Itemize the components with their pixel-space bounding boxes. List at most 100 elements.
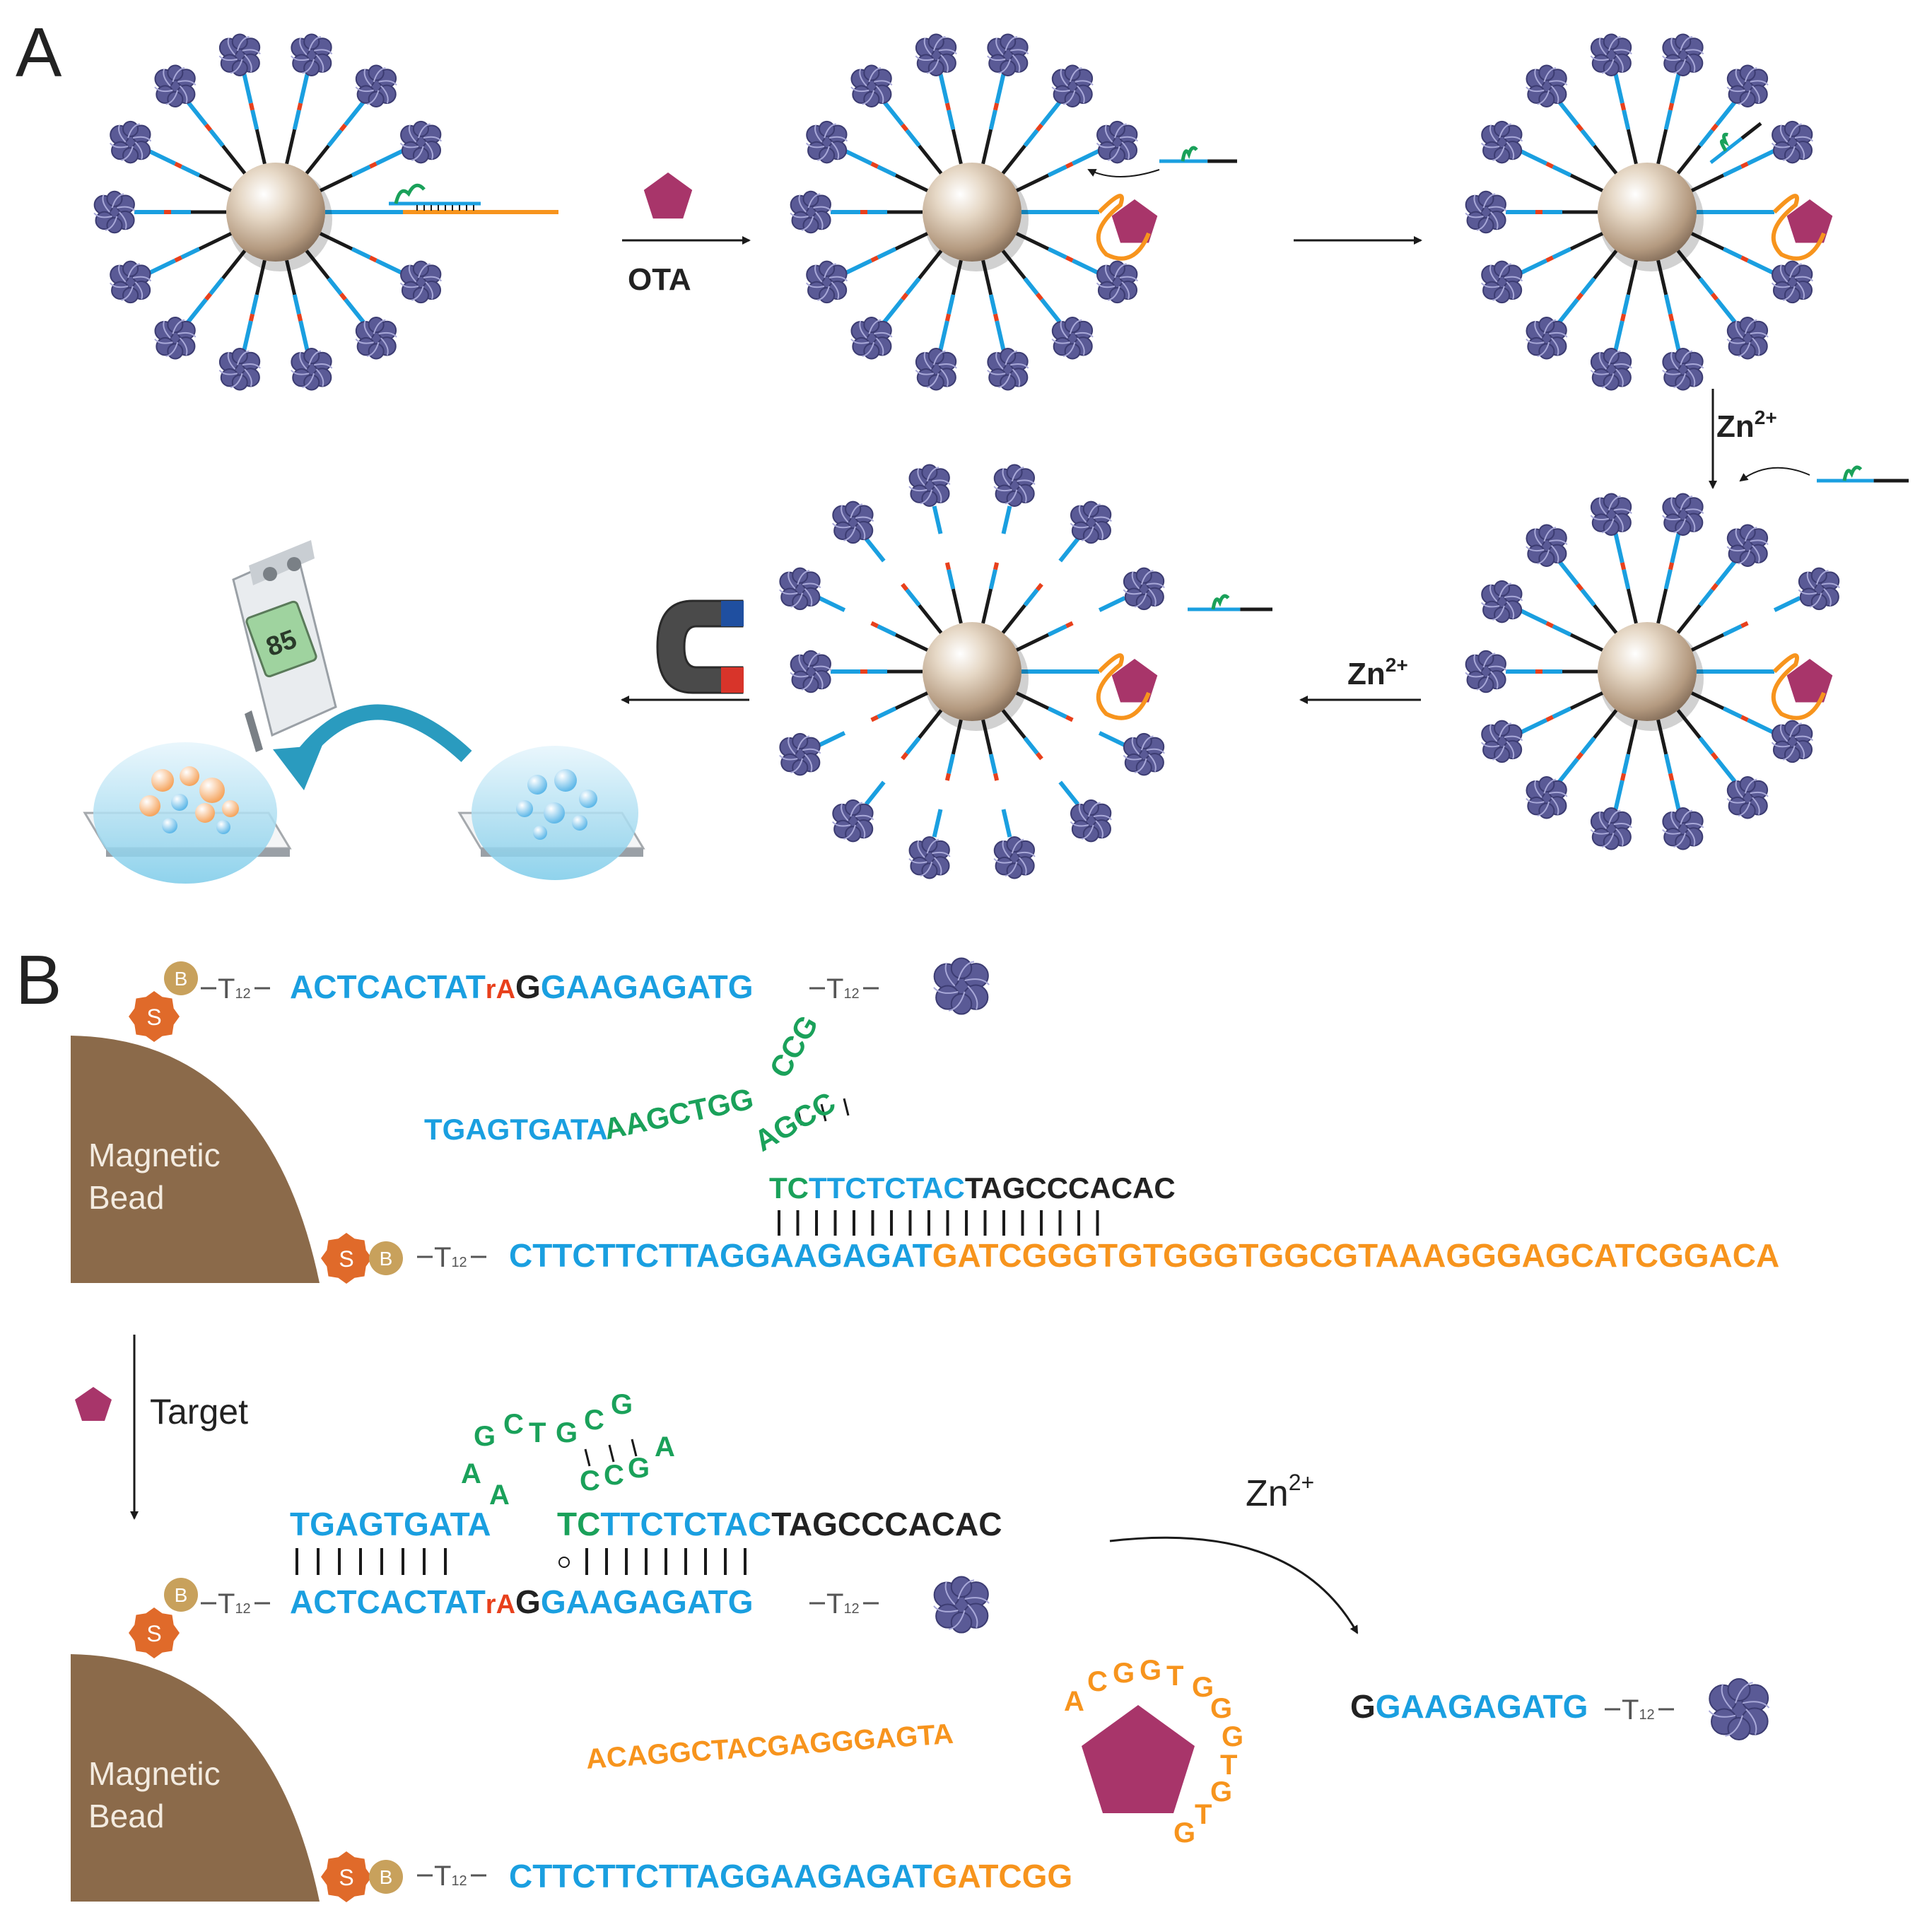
linker bbox=[1593, 250, 1618, 280]
substrate-strand bbox=[147, 258, 176, 276]
substrate-strand bbox=[1613, 74, 1624, 104]
bead-label-lower-2: Bead bbox=[88, 1798, 164, 1834]
ota-captured-icon bbox=[1786, 659, 1833, 703]
cleavage-site bbox=[1545, 621, 1554, 628]
substrate-strand bbox=[1670, 320, 1681, 351]
substrate-strand bbox=[905, 736, 921, 755]
substrate-strand bbox=[250, 110, 259, 130]
ribo-adenine: rA bbox=[486, 975, 515, 1004]
enzyme-arm: TGAGTGATA bbox=[424, 1113, 608, 1146]
streptavidin-label: S bbox=[146, 1004, 161, 1030]
linker bbox=[1656, 259, 1668, 295]
linker bbox=[254, 259, 267, 295]
substrate-strand bbox=[180, 165, 201, 177]
linker bbox=[918, 604, 943, 634]
svg-text:GGAAGAGATG: GGAAGAGATG bbox=[1350, 1688, 1588, 1725]
linker bbox=[319, 173, 353, 192]
linker bbox=[1569, 232, 1604, 251]
cleavage-site bbox=[993, 562, 1000, 570]
enzyme-protein-icon bbox=[915, 33, 957, 76]
linker bbox=[1656, 588, 1668, 624]
substrate-strand bbox=[1557, 100, 1579, 127]
enzyme-protein-icon bbox=[779, 567, 821, 611]
aptamer-loop-base: G bbox=[1210, 1693, 1232, 1724]
svg-text:TCTTCTCTACTAGCCCACAC: TCTTCTCTACTAGCCCACAC bbox=[557, 1506, 1002, 1542]
enzyme-protein-icon bbox=[1771, 120, 1814, 164]
zn-label-2-sup: 2+ bbox=[1386, 654, 1408, 676]
substrate-strand bbox=[1715, 757, 1738, 784]
enzyme-protein-icon bbox=[291, 348, 333, 391]
substrate-strand bbox=[1580, 736, 1596, 755]
cleavage-site bbox=[993, 102, 1000, 111]
cleavage-site bbox=[944, 313, 951, 322]
linker bbox=[198, 173, 233, 192]
substrate-strand bbox=[1747, 258, 1776, 276]
cleavage-site bbox=[1668, 562, 1675, 570]
enzyme-protein-icon bbox=[1726, 317, 1769, 360]
substrate-strand bbox=[843, 148, 872, 166]
enzyme-tail-blue: TTCTCTAC bbox=[809, 1171, 965, 1205]
substrate-strand bbox=[1047, 165, 1067, 177]
substrate-strand bbox=[1580, 129, 1596, 148]
linker bbox=[981, 719, 993, 755]
svg-text:ACTCACTATrAGGAAGAGATG: ACTCACTATrAGGAAGAGATG bbox=[290, 968, 754, 1005]
cleavage-site bbox=[204, 123, 213, 132]
svg-text:TGAGTGATA: TGAGTGATA bbox=[290, 1506, 491, 1542]
linker bbox=[305, 250, 330, 280]
substrate-strand bbox=[327, 276, 343, 295]
stem-a: A bbox=[655, 1431, 675, 1463]
linker bbox=[221, 144, 247, 175]
enzyme-protein-icon bbox=[1480, 720, 1523, 763]
substrate-strand bbox=[1023, 129, 1039, 148]
linker bbox=[1626, 588, 1638, 624]
aptamer-loop-base: T bbox=[1195, 1799, 1212, 1830]
substrate-strand bbox=[843, 258, 872, 276]
linker bbox=[285, 259, 297, 295]
enzyme-protein-icon bbox=[1662, 348, 1704, 391]
enzyme-loop-b: CCG bbox=[763, 1009, 824, 1083]
aptamer-loop-base: G bbox=[1140, 1655, 1161, 1686]
enzyme-protein-icon bbox=[790, 190, 832, 234]
cleavage-site bbox=[1740, 715, 1749, 722]
cleavage-site bbox=[1576, 292, 1584, 301]
substrate-strand bbox=[988, 294, 997, 315]
zn-label-1: Zn2+ bbox=[1716, 406, 1777, 444]
cleavage-site bbox=[297, 102, 303, 111]
assembly-first-cleavage bbox=[1465, 493, 1840, 850]
released-fragment bbox=[1098, 596, 1126, 612]
stem-tick bbox=[796, 1108, 803, 1126]
substrate-strand bbox=[209, 129, 225, 148]
bead-label-lower-1: Magnetic bbox=[88, 1755, 221, 1792]
biotin-label: B bbox=[175, 1584, 188, 1606]
enzyme-protein-icon bbox=[1465, 650, 1507, 693]
substrate-strand bbox=[882, 298, 904, 324]
substrate-strand bbox=[180, 247, 201, 259]
substrate-strand bbox=[327, 129, 343, 148]
ota-captured-icon bbox=[1111, 199, 1158, 243]
substrate-strand bbox=[988, 754, 997, 774]
substrate-strand bbox=[1670, 780, 1681, 810]
streptavidin-icon bbox=[129, 1607, 180, 1658]
enzyme-tail-black: TAGCCCACAC bbox=[965, 1171, 1176, 1205]
substrate-strand bbox=[185, 298, 208, 324]
enzyme-protein-icon bbox=[1590, 493, 1632, 536]
aptamer-orange: GATCGGGTGTGGGTGGCGTAAAGGGAGCATCGGACA bbox=[932, 1237, 1779, 1274]
linker bbox=[1001, 250, 1026, 280]
enzyme-protein-icon bbox=[109, 120, 152, 164]
substrate-strand bbox=[1698, 129, 1714, 148]
substrate-strand bbox=[1613, 320, 1624, 351]
enzyme-protein-icon bbox=[355, 64, 397, 107]
loop-g2: G bbox=[611, 1389, 633, 1420]
substrate-strand bbox=[344, 298, 366, 324]
enzyme-protein-icon bbox=[1726, 64, 1769, 107]
linker bbox=[221, 250, 247, 280]
dnazyme-free: TGAGTGATA AAGCTGG CCG AGCC TCTTCTCTACTAG… bbox=[424, 1009, 1176, 1205]
enzyme-protein-icon bbox=[1070, 500, 1112, 544]
substrate-strand bbox=[938, 74, 949, 104]
ota-bound-aptamer bbox=[1082, 1705, 1195, 1813]
enzyme-protein-icon bbox=[1726, 776, 1769, 819]
substrate-strand bbox=[1557, 559, 1579, 586]
substrate-strand bbox=[1613, 533, 1624, 563]
